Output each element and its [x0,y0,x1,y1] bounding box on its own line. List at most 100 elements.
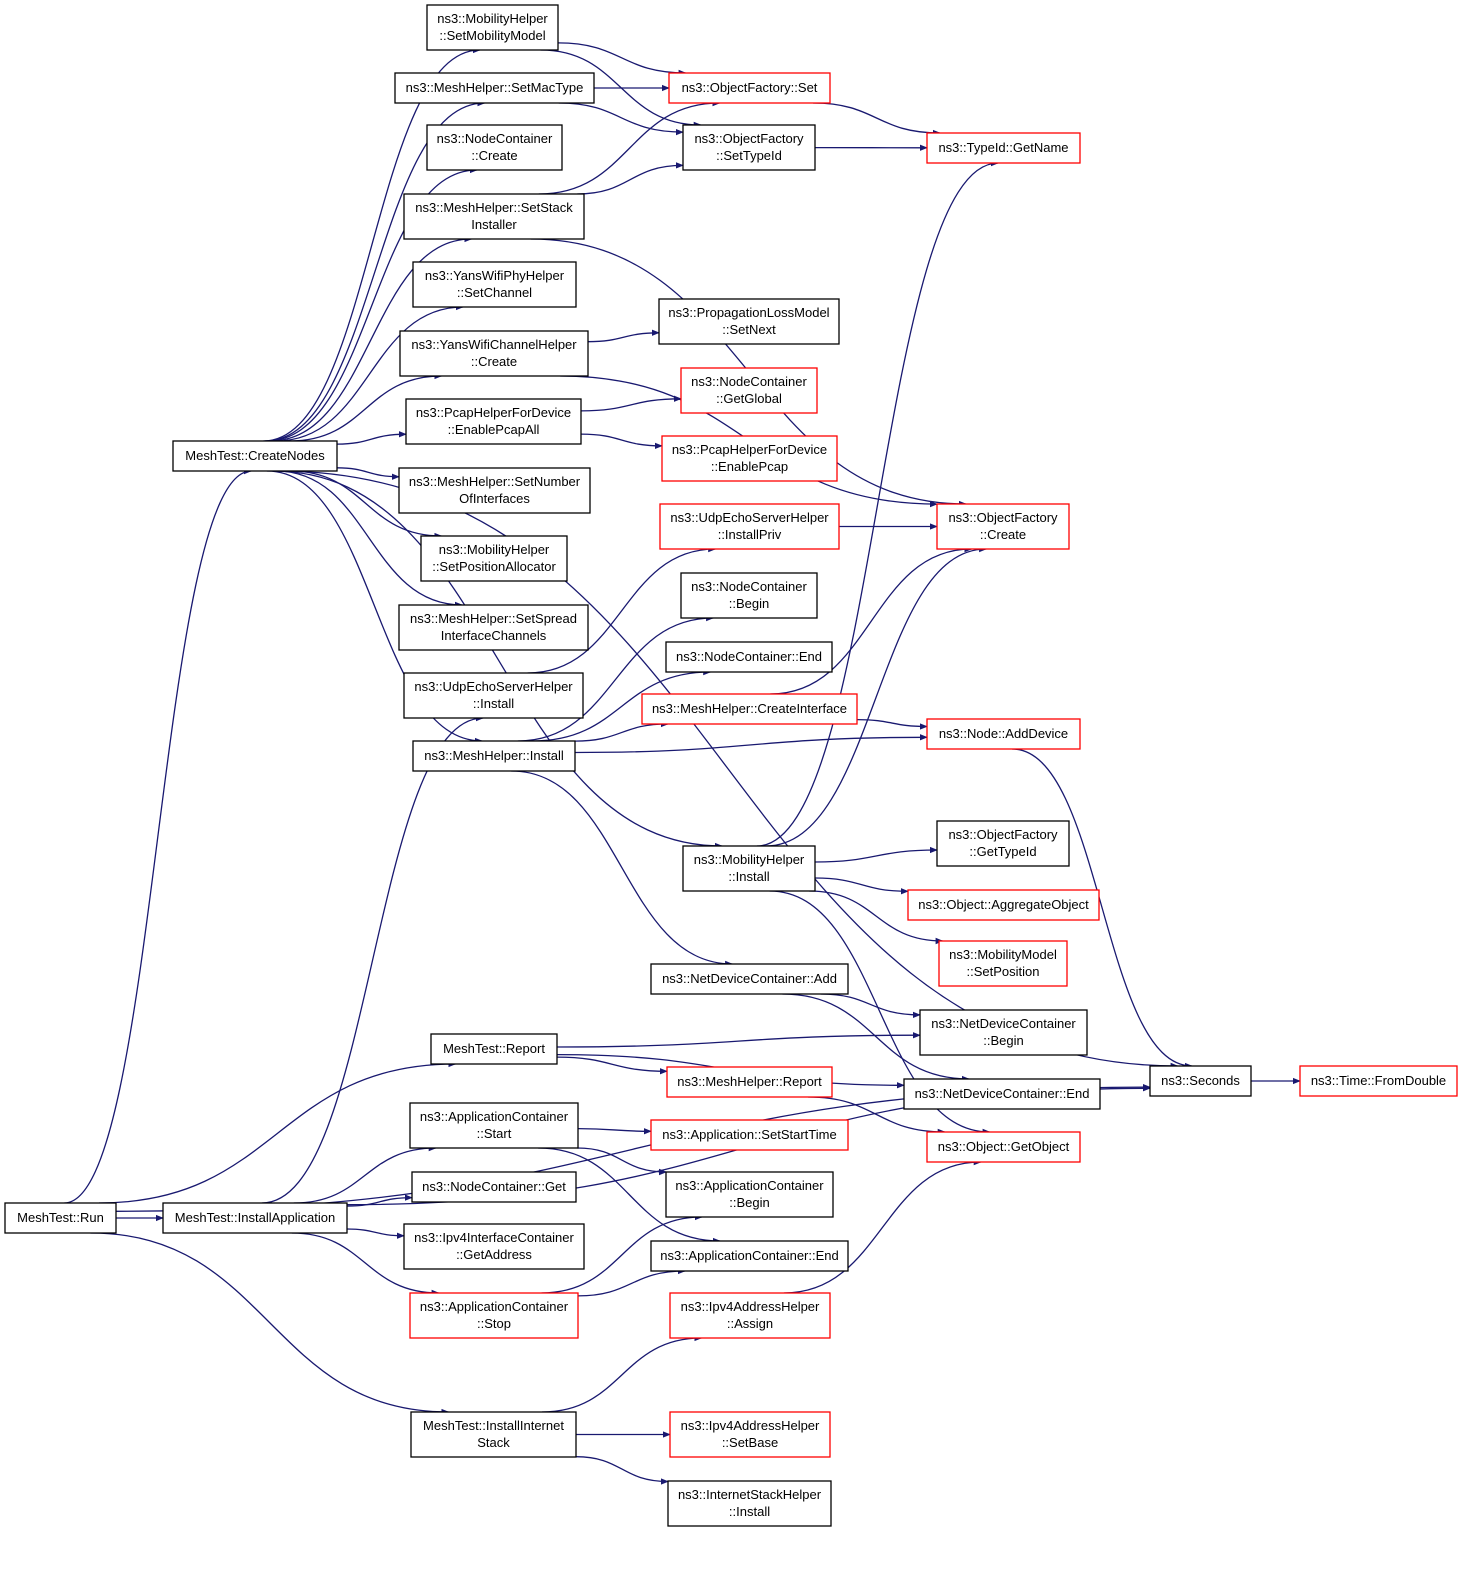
node-mob-install[interactable]: ns3::MobilityHelper::Install [682,845,816,892]
node-label-line: ns3::TypeId::GetName [938,140,1068,155]
node-node-adddevice[interactable]: ns3::Node::AddDevice [926,718,1081,750]
node-label-line: ns3::MobilityHelper [437,11,548,26]
node-app-setstart[interactable]: ns3::Application::SetStartTime [650,1119,849,1151]
node-of-settypeid[interactable]: ns3::ObjectFactory::SetTypeId [682,124,816,171]
edge-mesh_setmac-to-of_settypeid [558,102,684,136]
edge-mob_install-to-mm_setpos [809,890,944,945]
node-obj-aggregate[interactable]: ns3::Object::AggregateObject [907,889,1100,921]
node-label-line: Stack [477,1435,510,1450]
node-label-line: ns3::ObjectFactory [948,827,1058,842]
node-box [430,1033,558,1065]
node-of-set[interactable]: ns3::ObjectFactory::Set [668,72,831,104]
node-box [420,535,568,582]
node-label-line: ::SetTypeId [716,148,782,163]
node-label-line: ::Begin [983,1033,1023,1048]
node-ac-start[interactable]: ns3::ApplicationContainer::Start [409,1102,579,1149]
node-udp-installpriv[interactable]: ns3::UdpEchoServerHelper::InstallPriv [659,503,840,550]
node-box [936,820,1070,867]
edge-mesh_report-to-obj_getobject [808,1096,946,1136]
node-obj-getobject[interactable]: ns3::Object::GetObject [926,1131,1081,1163]
node-mesh-createif[interactable]: ns3::MeshHelper::CreateInterface [641,693,858,725]
node-box [666,1066,833,1098]
node-mesh-report[interactable]: ns3::MeshHelper::Report [666,1066,833,1098]
node-label-line: ns3::MobilityHelper [694,852,805,867]
node-ac-end[interactable]: ns3::ApplicationContainer::End [650,1240,849,1272]
node-label-line: ::Create [471,354,517,369]
node-report[interactable]: MeshTest::Report [430,1033,558,1065]
node-pcap-enable[interactable]: ns3::PcapHelperForDevice::EnablePcap [661,435,838,482]
node-box [650,1119,849,1151]
node-mesh-install[interactable]: ns3::MeshHelper::Install [412,740,576,772]
node-yansch-create[interactable]: ns3::YansWifiChannelHelper::Create [399,330,589,377]
node-label-line: InterfaceChannels [441,628,547,643]
node-installapp[interactable]: MeshTest::InstallApplication [162,1202,348,1234]
node-box [641,693,858,725]
node-time-fromdouble[interactable]: ns3::Time::FromDouble [1299,1065,1458,1097]
node-nc-getglobal[interactable]: ns3::NodeContainer::GetGlobal [680,367,818,414]
node-mob-setpos[interactable]: ns3::MobilityHelper::SetPositionAllocato… [420,535,568,582]
node-label-line: ::EnablePcapAll [448,422,540,437]
node-mob-setmodel[interactable]: ns3::MobilityHelper::SetMobilityModel [426,4,559,51]
node-box [412,740,576,772]
node-box [1149,1065,1252,1097]
edge-pcap_all-to-pcap_enable [580,433,663,450]
edge-installinet-to-ipv4ah_assign [541,1334,703,1413]
node-label-line: ns3::NodeContainer::End [676,649,822,664]
node-ipv4ah-assign[interactable]: ns3::Ipv4AddressHelper::Assign [669,1292,831,1339]
node-label-line: ::InstallPriv [718,527,782,542]
node-ipv4ic-getaddr[interactable]: ns3::Ipv4InterfaceContainer::GetAddress [403,1223,585,1270]
node-ndc-end[interactable]: ns3::NetDeviceContainer::End [903,1078,1101,1110]
node-nc-end[interactable]: ns3::NodeContainer::End [665,641,833,673]
node-label-line: ::Install [473,696,514,711]
node-box [1299,1065,1458,1097]
edge-createnodes-to-yansphy_setch [275,303,464,442]
edge-mob_install-to-typeid_getname [756,159,999,847]
node-ndc-begin[interactable]: ns3::NetDeviceContainer::Begin [919,1009,1088,1056]
node-label-line: ::SetPosition [967,964,1040,979]
edge-mob_install-to-of_create [765,545,988,847]
node-ipv4ah-setbase[interactable]: ns3::Ipv4AddressHelper::SetBase [669,1411,831,1458]
node-ndc-add[interactable]: ns3::NetDeviceContainer::Add [650,963,849,995]
node-ac-stop[interactable]: ns3::ApplicationContainer::Stop [409,1292,579,1339]
node-box [405,398,582,445]
node-ac-begin[interactable]: ns3::ApplicationContainer::Begin [665,1171,834,1218]
node-pcap-all[interactable]: ns3::PcapHelperForDevice::EnablePcapAll [405,398,582,445]
node-nc-get[interactable]: ns3::NodeContainer::Get [411,1171,577,1203]
node-box [398,467,591,514]
node-label-line: ns3::ObjectFactory::Set [682,80,818,95]
edge-yansch_create-to-plm_setnext [587,329,660,343]
node-typeid-getname[interactable]: ns3::TypeId::GetName [926,132,1081,164]
node-label-line: ns3::Object::AggregateObject [918,897,1089,912]
edge-mob_setmodel-to-of_set [557,42,687,77]
node-ish-install[interactable]: ns3::InternetStackHelper::Install [667,1480,832,1527]
node-run[interactable]: MeshTest::Run [4,1202,117,1234]
node-mesh-setmac[interactable]: ns3::MeshHelper::SetMacType [394,72,595,104]
node-box [680,367,818,414]
node-seconds[interactable]: ns3::Seconds [1149,1065,1252,1097]
node-udp-install[interactable]: ns3::UdpEchoServerHelper::Install [403,672,584,719]
edge-report-to-mesh_report [556,1056,668,1075]
node-box [650,1240,849,1272]
node-label-line: ns3::MeshHelper::SetStack [415,200,573,215]
node-label-line: ns3::InternetStackHelper [678,1487,822,1502]
node-label-line: ns3::MeshHelper::SetSpread [410,611,577,626]
node-nc-begin[interactable]: ns3::NodeContainer::Begin [680,572,818,619]
node-of-gettypeid[interactable]: ns3::ObjectFactory::GetTypeId [936,820,1070,867]
edge-mesh_install-to-nc_end [532,668,712,742]
node-label-line: ::Create [980,527,1026,542]
edge-mesh_createif-to-node_adddevice [856,718,928,730]
node-mesh-setspread[interactable]: ns3::MeshHelper::SetSpreadInterfaceChann… [398,604,589,651]
node-createnodes[interactable]: MeshTest::CreateNodes [172,440,338,472]
node-nc-create[interactable]: ns3::NodeContainer::Create [426,124,563,171]
edge-ac_stop-to-ac_end [577,1267,686,1297]
node-yansphy-setch[interactable]: ns3::YansWifiPhyHelper::SetChannel [412,261,577,308]
node-plm-setnext[interactable]: ns3::PropagationLossModel::SetNext [658,298,840,345]
node-box [399,330,589,377]
node-label-line: ns3::MeshHelper::Report [677,1074,822,1089]
node-label-line: ns3::Node::AddDevice [939,726,1068,741]
node-mm-setpos[interactable]: ns3::MobilityModel::SetPosition [938,940,1068,987]
node-of-create[interactable]: ns3::ObjectFactory::Create [936,503,1070,550]
